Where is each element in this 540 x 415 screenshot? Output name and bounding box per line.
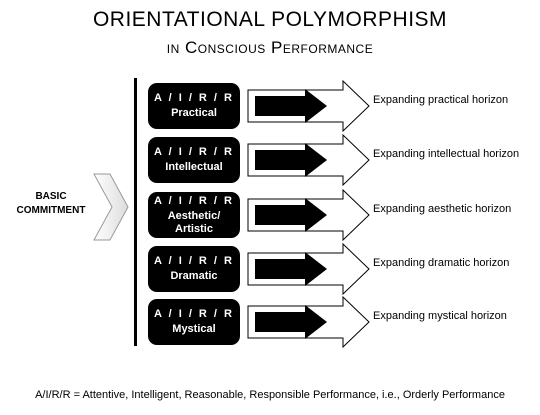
orientation-code: A / I / R / R — [154, 308, 234, 320]
inner-arrow-shape — [255, 198, 327, 232]
footnote: A/I/R/R = Attentive, Intelligent, Reason… — [35, 389, 505, 401]
orientation-code: A / I / R / R — [154, 92, 234, 104]
inner-arrow-shape — [255, 89, 327, 123]
basic-commitment-label: BASIC COMMITMENT — [6, 190, 96, 218]
orientation-row: A / I / R / R Aesthetic/ Artistic Expandin… — [0, 189, 540, 241]
diagram-title: ORIENTATIONAL POLYMORPHISM — [92, 8, 448, 31]
basic-label-line-1: BASIC — [35, 191, 67, 202]
inner-arrow-shape — [255, 252, 327, 286]
horizon-label: Expanding dramatic horizon — [373, 257, 510, 269]
expanding-arrow-icon — [247, 189, 370, 241]
horizon-label: Expanding practical horizon — [373, 94, 509, 106]
expanding-arrow-icon — [247, 243, 370, 295]
orientation-row: A / I / R / R Intellectual Expanding intel… — [0, 134, 540, 186]
orientation-box: A / I / R / R Aesthetic/ Artistic — [148, 192, 240, 238]
orientation-name: Practical — [171, 107, 217, 119]
horizon-label: Expanding intellectual horizon — [373, 148, 520, 160]
orientation-name: Aesthetic/ Artistic — [167, 209, 221, 235]
orientation-code: A / I / R / R — [154, 194, 234, 207]
orientation-row: A / I / R / R Mystical Expanding mystical … — [0, 296, 540, 348]
basic-label-line-2: COMMITMENT — [16, 205, 86, 216]
inner-arrow-shape — [255, 143, 327, 177]
bracket-line — [134, 78, 137, 346]
expanding-arrow-icon — [247, 296, 370, 348]
orientation-box: A / I / R / R Mystical — [148, 299, 240, 345]
expanding-arrow-icon — [247, 134, 370, 186]
orientation-box: A / I / R / R Practical — [148, 83, 240, 129]
horizon-label: Expanding mystical horizon — [373, 310, 507, 322]
orientation-code: A / I / R / R — [154, 146, 234, 158]
orientation-name: Intellectual — [165, 161, 223, 173]
orientation-box: A / I / R / R Dramatic — [148, 246, 240, 292]
orientation-row: A / I / R / R Dramatic Expanding dramatic … — [0, 243, 540, 295]
expanding-arrow-icon — [247, 80, 370, 132]
orientation-name: Mystical — [172, 323, 216, 335]
diagram-subtitle: in Conscious Performance — [166, 38, 374, 57]
chevron-arrow-icon — [93, 173, 129, 241]
inner-arrow-shape — [255, 305, 327, 339]
horizon-label: Expanding aesthetic horizon — [373, 203, 512, 215]
orientation-row: A / I / R / R Practical Expanding practica… — [0, 80, 540, 132]
orientation-box: A / I / R / R Intellectual — [148, 137, 240, 183]
orientation-code: A / I / R / R — [154, 255, 234, 267]
orientation-name: Dramatic — [170, 270, 218, 282]
